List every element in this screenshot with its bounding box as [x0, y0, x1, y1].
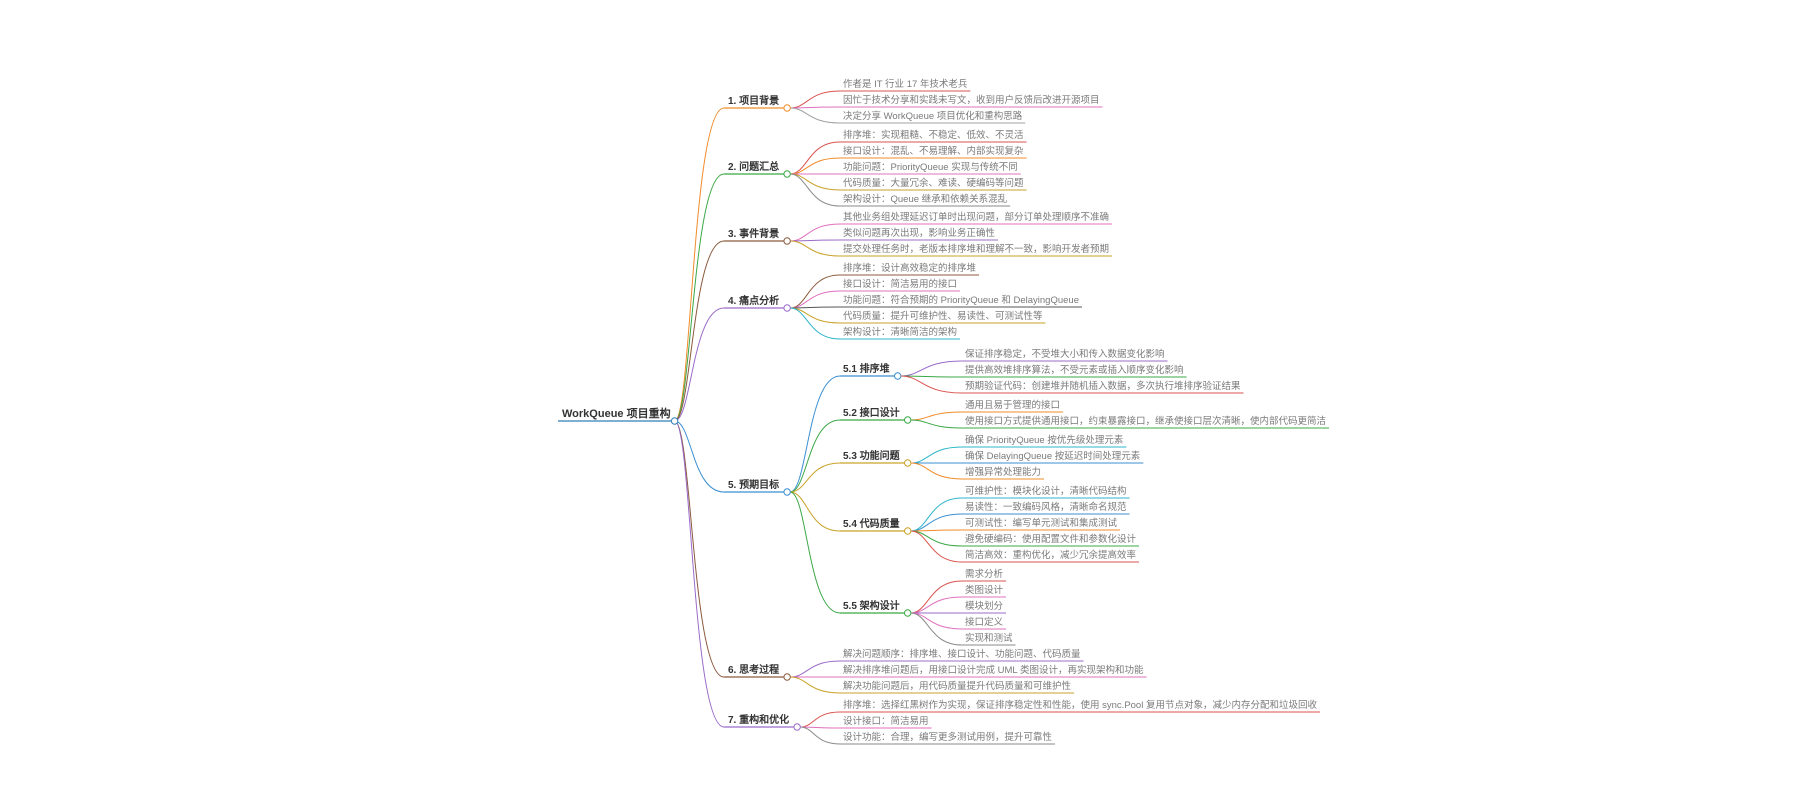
leaf-node[interactable]: 接口设计：简洁易用的接口	[843, 278, 957, 290]
leaf-node[interactable]: 架构设计：清晰简洁的架构	[843, 326, 957, 338]
branch-connector	[910, 411, 963, 421]
branch-node[interactable]: 1. 项目背景	[728, 94, 779, 107]
leaf-node[interactable]: 架构设计：Queue 继承和依赖关系混乱	[843, 193, 1008, 205]
sub-branch-node[interactable]: 5.4 代码质量	[843, 517, 900, 530]
sub-branch-node[interactable]: 5.5 架构设计	[843, 599, 900, 612]
branch-connector	[900, 375, 963, 394]
sub-branch-connector-dot[interactable]	[893, 372, 902, 380]
leaf-node[interactable]: 可维护性：模块化设计，清晰代码结构	[965, 485, 1127, 497]
leaf-node[interactable]: 其他业务组处理延迟订单时出现问题，部分订单处理顺序不准确	[843, 211, 1109, 223]
root-node[interactable]: WorkQueue 项目重构	[562, 406, 671, 420]
leaf-node[interactable]: 提供高效堆排序算法，不受元素或插入顺序变化影响	[965, 364, 1184, 376]
leaf-node[interactable]: 通用且易于管理的接口	[965, 399, 1060, 411]
leaf-node[interactable]: 类图设计	[965, 584, 1004, 596]
branch-connector	[674, 420, 725, 728]
leaf-node[interactable]: 易读性：一致编码风格，清晰命名规范	[965, 501, 1127, 513]
leaf-node[interactable]: 设计接口：简洁易用	[843, 715, 929, 727]
branch-connector-dot[interactable]	[783, 170, 791, 178]
branch-connector	[800, 726, 841, 745]
root-connector-dot[interactable]	[670, 417, 679, 425]
leaf-node[interactable]: 排序堆：实现粗糙、不稳定、低效、不灵活	[843, 129, 1024, 141]
branch-node[interactable]: 4. 痛点分析	[728, 294, 779, 307]
branch-connector-dot[interactable]	[783, 673, 791, 681]
sub-branch-connector-dot[interactable]	[903, 459, 912, 467]
branch-connector-dot[interactable]	[793, 723, 801, 731]
leaf-node[interactable]: 实现和测试	[965, 632, 1013, 644]
branch-connector-dot[interactable]	[783, 488, 791, 496]
branch-connector	[790, 107, 841, 124]
sub-branch-connector-dot[interactable]	[903, 416, 912, 424]
branch-connector	[790, 462, 841, 493]
branch-connector	[789, 375, 841, 493]
leaf-node[interactable]: 作者是 IT 行业 17 年技术老兵	[843, 78, 968, 90]
leaf-node[interactable]: 保证排序稳定，不受堆大小和传入数据变化影响	[965, 348, 1165, 360]
leaf-node[interactable]: 简洁高效：重构优化，减少冗余提高效率	[965, 549, 1137, 561]
leaf-node[interactable]: 类似问题再次出现，影响业务正确性	[843, 227, 996, 239]
branch-connector	[674, 173, 725, 422]
leaf-node[interactable]: 因忙于技术分享和实践未写文，收到用户反馈后改进开源项目	[843, 94, 1100, 106]
branch-connector-dot[interactable]	[783, 237, 791, 245]
branch-connector	[910, 462, 963, 480]
leaf-node[interactable]: 功能问题：PriorityQueue 实现与传统不同	[843, 161, 1018, 173]
leaf-node[interactable]: 预期验证代码：创建堆并随机插入数据，多次执行堆排序验证结果	[965, 380, 1241, 392]
branch-connector	[800, 711, 841, 728]
branch-connector	[910, 446, 963, 464]
leaf-node[interactable]: 提交处理任务时，老版本排序堆和理解不一致，影响开发者预期	[843, 243, 1109, 255]
sub-branch-node[interactable]: 5.2 接口设计	[843, 406, 900, 419]
branch-connector-dot[interactable]	[783, 104, 791, 112]
sub-branch-connector-dot[interactable]	[903, 609, 912, 617]
branch-connector	[790, 90, 841, 109]
branch-connector	[790, 223, 841, 242]
branch-node[interactable]: 2. 问题汇总	[728, 160, 779, 173]
leaf-node[interactable]: 避免硬编码：使用配置文件和参数化设计	[965, 533, 1137, 545]
branch-connector	[790, 240, 841, 257]
branch-connector	[790, 660, 841, 678]
branch-connector	[674, 240, 725, 422]
leaf-node[interactable]: 需求分析	[965, 568, 1004, 580]
leaf-node[interactable]: 代码质量：提升可维护性、易读性、可测试性等	[843, 310, 1043, 322]
branch-node[interactable]: 6. 思考过程	[728, 663, 779, 676]
branch-connector	[790, 491, 841, 532]
leaf-node[interactable]: 解决排序堆问题后，用接口设计完成 UML 类图设计，再实现架构和功能	[843, 664, 1144, 676]
leaf-node[interactable]: 解决问题顺序：排序堆、接口设计、功能问题、代码质量	[843, 648, 1081, 660]
leaf-node[interactable]: 解决功能问题后，用代码质量提升代码质量和可维护性	[843, 680, 1072, 692]
leaf-node[interactable]: 可测试性：编写单元测试和集成测试	[965, 517, 1118, 529]
leaf-node[interactable]: 增强异常处理能力	[965, 466, 1041, 478]
leaf-node[interactable]: 决定分享 WorkQueue 项目优化和重构思路	[843, 110, 1023, 122]
branch-connector	[910, 612, 963, 646]
branch-connector	[900, 360, 963, 377]
leaf-node[interactable]: 功能问题：符合预期的 PriorityQueue 和 DelayingQueue	[843, 294, 1079, 306]
branch-connector	[790, 307, 841, 340]
leaf-node[interactable]: 设计功能：合理，编写更多测试用例，提升可靠性	[843, 731, 1053, 743]
branch-connector	[674, 307, 725, 422]
branch-connector	[674, 107, 725, 422]
branch-connector	[789, 491, 841, 614]
branch-node[interactable]: 3. 事件背景	[728, 227, 779, 240]
leaf-node[interactable]: 使用接口方式提供通用接口，约束暴露接口，继承使接口层次清晰，使内部代码更简洁	[965, 415, 1326, 427]
leaf-node[interactable]: 确保 DelayingQueue 按延迟时间处理元素	[965, 450, 1141, 462]
leaf-node[interactable]: 代码质量：大量冗余、难读、硬编码等问题	[843, 177, 1024, 189]
branch-connector	[790, 676, 841, 694]
leaf-node[interactable]: 排序堆：设计高效稳定的排序堆	[843, 262, 977, 274]
leaf-node[interactable]: 确保 PriorityQueue 按优先级处理元素	[965, 434, 1124, 446]
sub-branch-node[interactable]: 5.1 排序堆	[843, 362, 890, 375]
leaf-node[interactable]: 接口定义	[965, 616, 1004, 628]
branch-node[interactable]: 7. 重构和优化	[728, 713, 789, 726]
branch-connector	[790, 173, 841, 207]
connector-lines	[558, 90, 1330, 745]
leaf-node[interactable]: 模块划分	[965, 600, 1004, 612]
branch-connector	[910, 530, 963, 563]
branch-node[interactable]: 5. 预期目标	[728, 478, 779, 491]
sub-branch-connector-dot[interactable]	[903, 527, 912, 535]
branch-connector	[910, 419, 963, 429]
branch-connector	[674, 420, 725, 493]
branch-connector	[790, 419, 841, 493]
leaf-node[interactable]: 接口设计：混乱、不易理解、内部实现复杂	[843, 145, 1024, 157]
leaf-node[interactable]: 排序堆：选择红黑树作为实现，保证排序稳定性和性能，使用 sync.Pool 复用…	[843, 699, 1317, 711]
branch-connector-dot[interactable]	[783, 304, 791, 312]
sub-branch-node[interactable]: 5.3 功能问题	[843, 449, 901, 462]
mind-map-nodes: 1. 项目背景 作者是 IT 行业 17 年技术老兵因忙于技术分享和实践未写文，收…	[562, 78, 1326, 743]
